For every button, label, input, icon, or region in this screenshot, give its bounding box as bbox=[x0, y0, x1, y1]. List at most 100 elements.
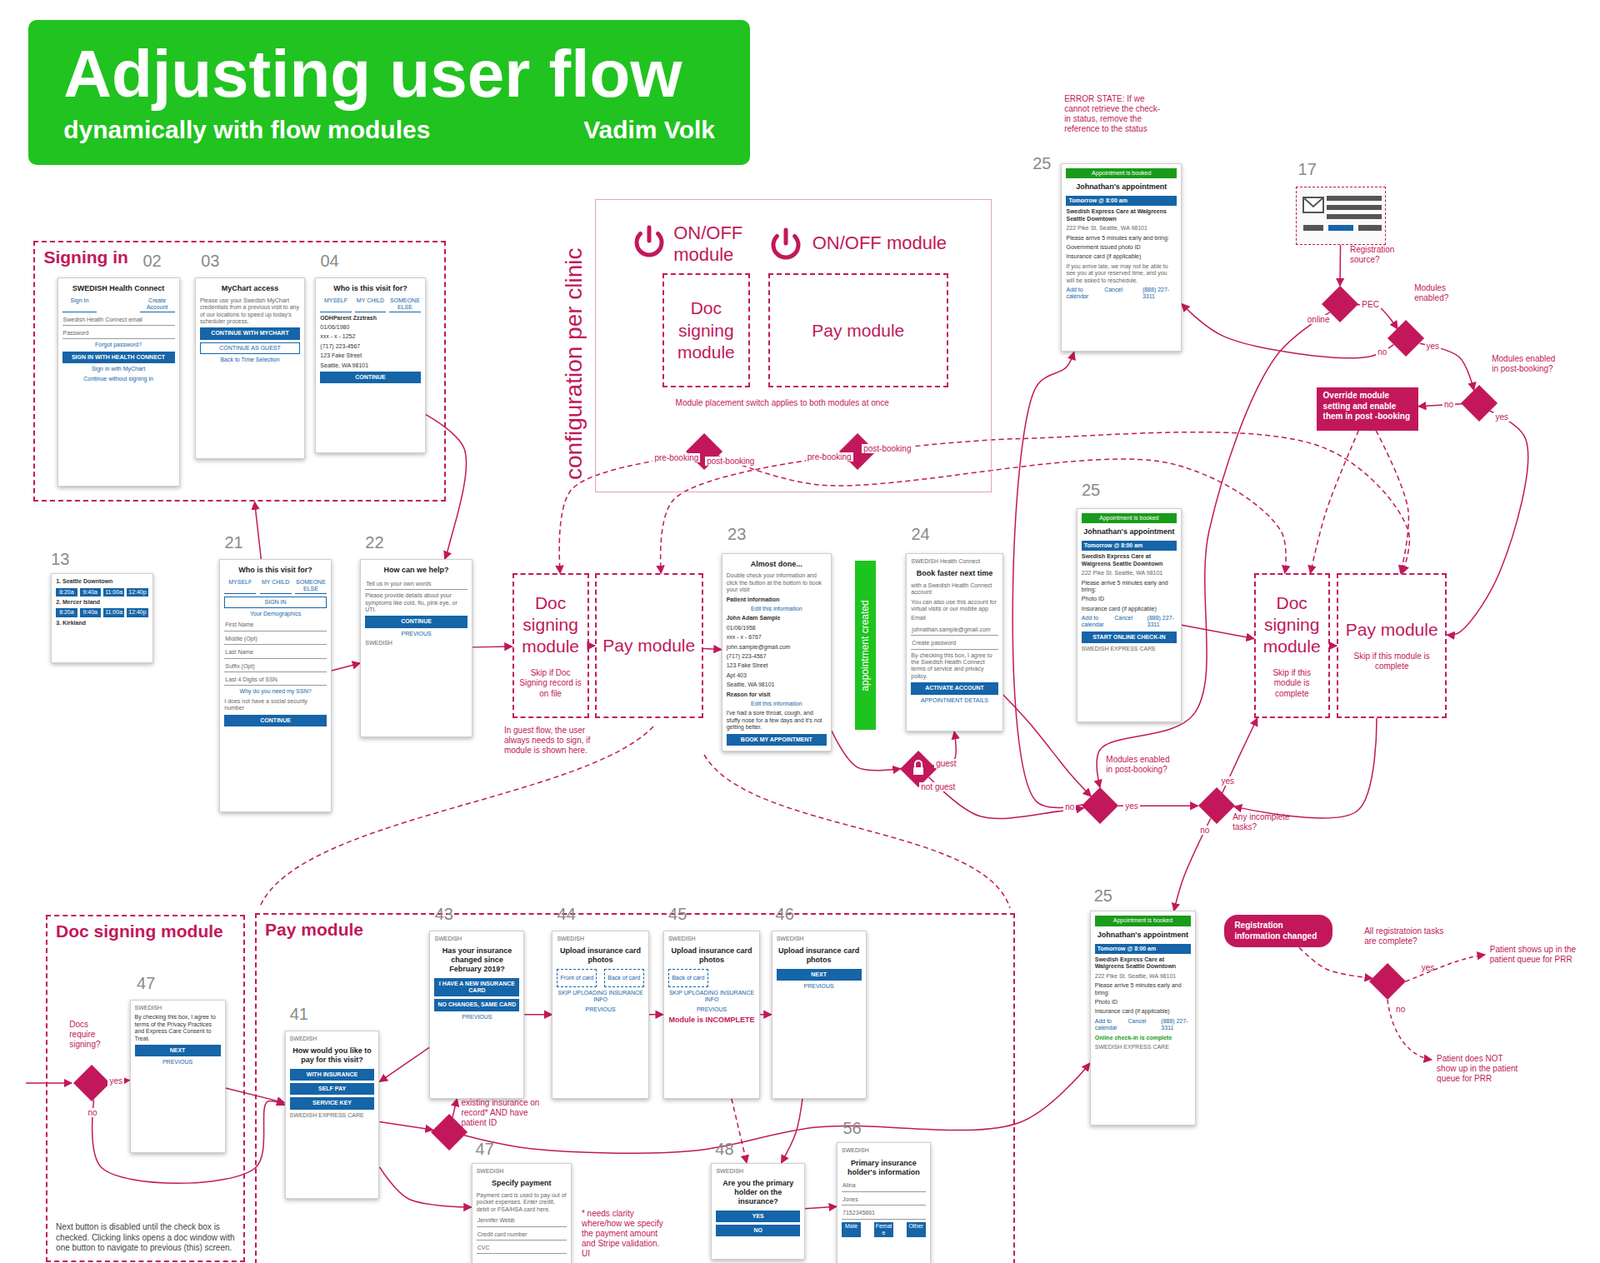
node-text: WITH INSURANCE bbox=[290, 1069, 375, 1081]
flow-connector bbox=[1181, 304, 1394, 359]
module-group: Doc signing moduleNext button is disable… bbox=[45, 915, 245, 1262]
edge-label-holder: yes bbox=[1219, 776, 1236, 786]
node-text: Skip if this module is complete bbox=[1343, 651, 1440, 673]
node-text: Patient information bbox=[726, 596, 827, 604]
annotation: Module placement switch applies to both … bbox=[675, 398, 921, 409]
node-text: Swedish Health Connect email bbox=[62, 315, 175, 326]
node-text: Override module setting and enable them … bbox=[1323, 390, 1412, 423]
phone-screen: SWEDISHUpload insurance card photosBack … bbox=[663, 930, 760, 1100]
node-text: SKIP UPLOADING INSURANCE INFO bbox=[556, 990, 644, 1005]
node-text: CONTINUE AS GUEST bbox=[200, 342, 300, 355]
node-text: You can also use this account for virtua… bbox=[910, 599, 998, 614]
node-text: Jones bbox=[841, 1195, 926, 1206]
event-pill: Registration information changed bbox=[1224, 915, 1333, 948]
diamond-shape bbox=[1369, 963, 1406, 1000]
phone-screen: How can we help?Tell us in your own word… bbox=[360, 559, 473, 738]
phone-screen: Who is this visit for?MYSELFMY CHILDSOME… bbox=[315, 277, 425, 454]
node-text: 1. Seattle Downtown bbox=[55, 578, 148, 585]
node-text: Insurance card (if applicable) bbox=[1081, 605, 1177, 613]
flow-connector bbox=[255, 501, 262, 560]
node-text: Module is INCOMPLETE bbox=[668, 1015, 755, 1025]
flow-connector bbox=[703, 648, 722, 650]
phone-screen: Almost done...Double check your informat… bbox=[721, 553, 832, 753]
diamond-shape bbox=[1387, 320, 1425, 357]
node-text: 3. Kirkland bbox=[55, 620, 148, 627]
node-text: MY CHILD bbox=[355, 297, 386, 313]
node-text: 222 Pike St. Seattle, WA 98101 bbox=[1065, 225, 1176, 232]
node-text: PREVIOUS bbox=[668, 1006, 755, 1014]
phone-screen: 1. Seattle Downtown8:20a9:40a11:00a12:40… bbox=[50, 573, 153, 664]
outcome-arrow bbox=[1405, 955, 1485, 982]
node-text: Create password bbox=[910, 638, 998, 650]
phone-screen: Who is this visit for?MYSELFMY CHILDSOME… bbox=[219, 559, 332, 813]
node-text: Upload insurance card photos bbox=[556, 945, 644, 967]
lock-shackle bbox=[915, 760, 922, 768]
label-holder: 25 bbox=[1081, 480, 1123, 500]
edge-label-holder: guest bbox=[934, 759, 958, 769]
diamond-shape bbox=[839, 433, 876, 470]
node-text: Insurance card (if applicable) bbox=[1065, 253, 1176, 260]
node-text: Continue without signing in bbox=[62, 375, 175, 383]
node-text: Payment card is used to pay out of pocke… bbox=[476, 1192, 567, 1214]
edge-label: yes bbox=[1123, 801, 1140, 811]
node-text: 11:00a bbox=[103, 588, 125, 597]
callout-number: 04 bbox=[320, 250, 361, 271]
node-text: Photo ID bbox=[1095, 999, 1191, 1006]
node-text: 12:40p bbox=[126, 608, 148, 617]
node-text: Appointment is booked bbox=[1065, 168, 1176, 179]
power-icon bbox=[636, 227, 662, 255]
node-text: SWEDISH bbox=[476, 1168, 567, 1175]
node-text: with a Swedish Health Connect account bbox=[910, 582, 998, 597]
callout-number: 25 bbox=[1032, 153, 1061, 174]
node-text: SWEDISH bbox=[841, 1147, 926, 1155]
callout-number: 56 bbox=[842, 1118, 884, 1139]
node-text: Male bbox=[841, 1222, 861, 1239]
node-text: Please arrive 5 minutes early and bring: bbox=[1081, 580, 1177, 595]
node-text: 9:40a bbox=[80, 588, 101, 597]
phone-screen: SWEDISHAre you the primary holder on the… bbox=[710, 1163, 805, 1260]
flow-connector bbox=[379, 1047, 430, 1082]
node-text: Seattle, WA 98101 bbox=[726, 681, 827, 689]
node-text: Docs require signing? bbox=[69, 1020, 115, 1050]
callout-number: 47 bbox=[136, 973, 178, 994]
edge-label-holder: yes bbox=[1425, 341, 1442, 351]
node-text: SIGN IN bbox=[224, 596, 327, 609]
node-text: SWEDISH bbox=[434, 935, 520, 943]
node-text: Book faster next time bbox=[910, 567, 998, 580]
node-text: Appointment is booked bbox=[1095, 915, 1191, 926]
label-holder: 41 bbox=[290, 1004, 331, 1025]
edge-label-holder: PEC bbox=[1360, 300, 1381, 310]
node-text: SWEDISH bbox=[668, 935, 755, 943]
edge-label-holder: yes bbox=[107, 1076, 125, 1086]
annotation: ON/OFF module bbox=[812, 232, 996, 255]
flow-connector bbox=[805, 1206, 837, 1209]
diamond-shape bbox=[73, 1065, 110, 1102]
node-text: xxx - x - 6767 bbox=[726, 634, 827, 641]
node-text: NO bbox=[715, 1225, 800, 1237]
node-text: Create Account bbox=[140, 297, 175, 313]
form-bar bbox=[1326, 205, 1382, 210]
decision-diamond bbox=[839, 433, 876, 470]
node-text: All registratoion tasks are complete? bbox=[1364, 926, 1456, 947]
label-holder: 02 bbox=[142, 250, 184, 271]
flow-connector bbox=[929, 777, 1085, 820]
edge-label-holder: not guest bbox=[919, 782, 957, 792]
decision-diamond: Modules enabled? bbox=[1387, 320, 1425, 357]
callout-number: 25 bbox=[1094, 885, 1135, 906]
flow-connector bbox=[1174, 818, 1211, 911]
node-text: Jennifer Webb bbox=[476, 1215, 567, 1227]
label-holder: no bbox=[1395, 1005, 1416, 1015]
node-text: SWEDISH bbox=[135, 1005, 221, 1012]
power-icon-bar bbox=[647, 227, 652, 241]
edge-label-holder: no bbox=[1063, 802, 1076, 812]
node-text: Please arrive 5 minutes early and bring: bbox=[1065, 235, 1176, 242]
node-text: Back of card bbox=[604, 969, 645, 988]
node-text: (888) 227-3311 bbox=[1147, 615, 1177, 630]
callout-number: 48 bbox=[715, 1139, 756, 1160]
node-text: Upload insurance card photos bbox=[776, 945, 862, 967]
node-text: Swedish Express Care at Walgreens Seattl… bbox=[1095, 956, 1191, 971]
edge-label: yes bbox=[1493, 412, 1510, 422]
node-text: BOOK MY APPOINTMENT bbox=[726, 734, 827, 746]
diamond-outline bbox=[1460, 385, 1498, 422]
